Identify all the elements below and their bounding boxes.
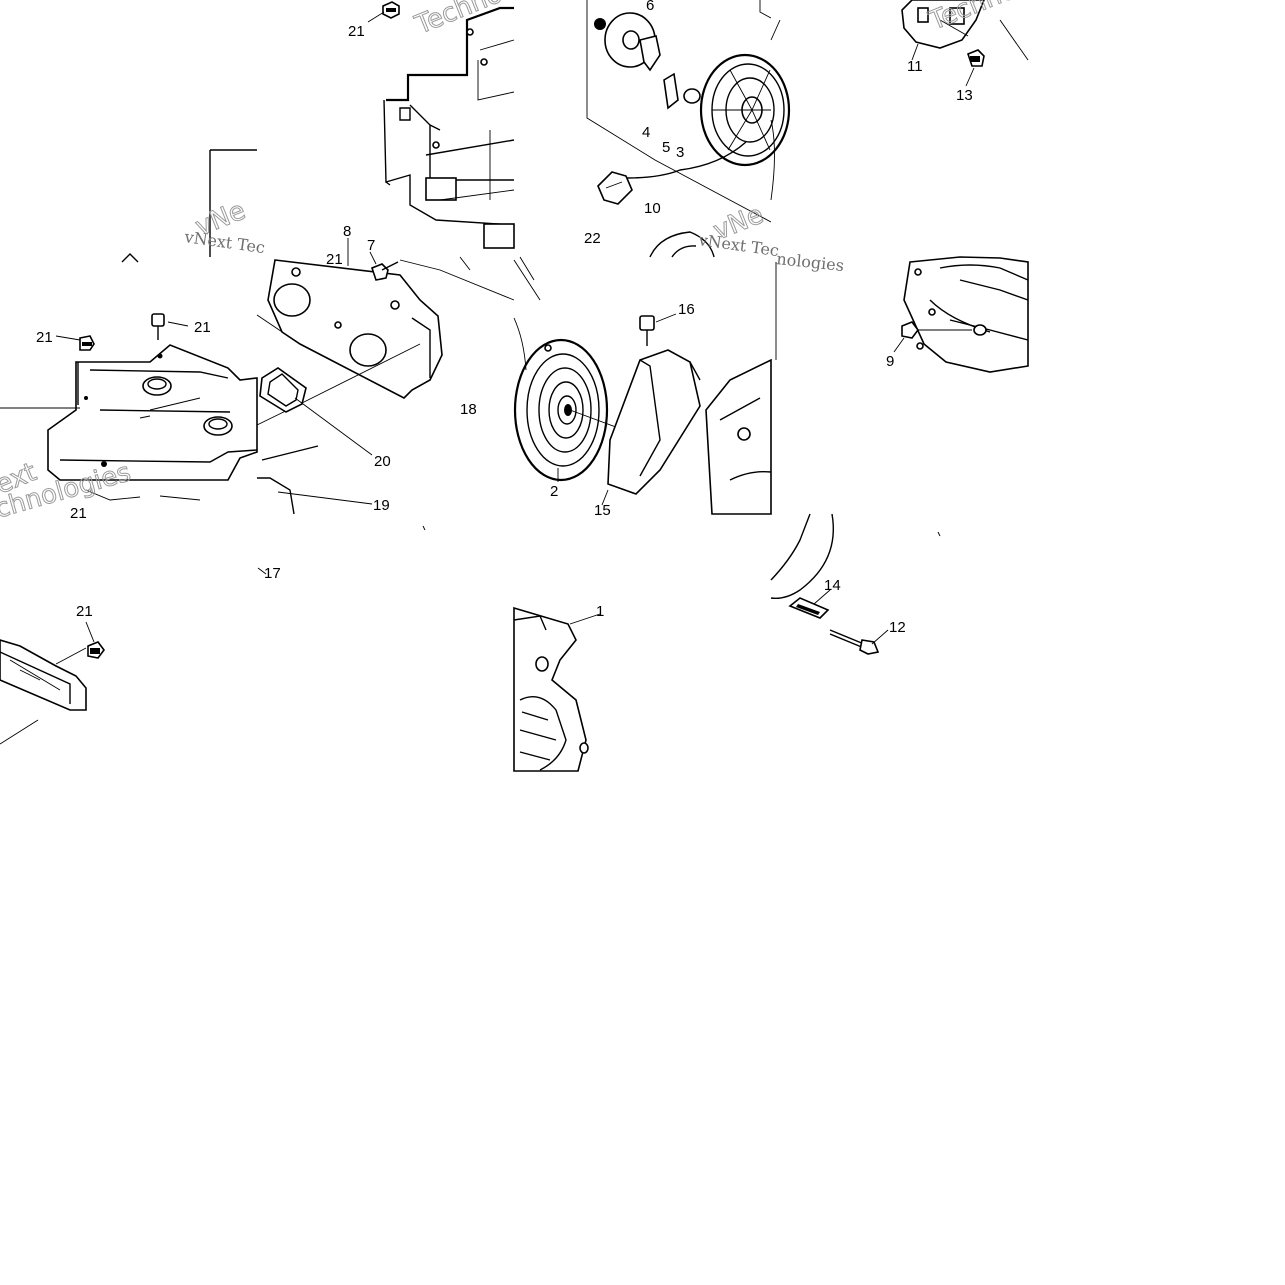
part-label-8: 8 bbox=[343, 223, 351, 240]
part-label-10: 10 bbox=[644, 200, 661, 217]
screw-icon bbox=[151, 313, 165, 340]
part-label-14: 14 bbox=[824, 577, 841, 594]
hex-nut-icon bbox=[79, 335, 95, 351]
part-label-11: 11 bbox=[907, 58, 923, 75]
part-label-15: 15 bbox=[594, 502, 611, 519]
part-label-7: 7 bbox=[367, 237, 375, 254]
hex-nut-icon bbox=[901, 321, 919, 339]
starter-handle-icon bbox=[597, 171, 633, 205]
air-duct-upper bbox=[367, 1, 515, 249]
starter-cup bbox=[770, 0, 1029, 201]
part-label-1: 1 bbox=[596, 603, 604, 620]
engine-shroud-lower bbox=[0, 621, 105, 745]
mounting-bracket bbox=[770, 513, 941, 655]
part-label-18: 18 bbox=[460, 401, 477, 418]
hex-nut-icon bbox=[382, 1, 400, 19]
part-label-17: 17 bbox=[264, 565, 281, 582]
part-label-12: 12 bbox=[889, 619, 906, 636]
recoil-spring-housing bbox=[513, 256, 772, 515]
hex-nut-icon bbox=[87, 641, 105, 659]
part-label-21: 21 bbox=[326, 251, 343, 268]
bolt-icon bbox=[829, 629, 880, 655]
part-label-4: 4 bbox=[642, 124, 650, 141]
part-label-9: 9 bbox=[886, 353, 894, 370]
bracket-plate-icon bbox=[788, 597, 830, 619]
watermark-text: Techno bbox=[924, 0, 1020, 37]
part-label-20: 20 bbox=[374, 453, 391, 470]
bolt-icon bbox=[639, 315, 655, 346]
part-label-21: 21 bbox=[194, 319, 211, 336]
gasket-icon bbox=[259, 367, 307, 413]
part-label-19: 19 bbox=[373, 497, 390, 514]
part-label-16: 16 bbox=[678, 301, 695, 318]
air-duct-plate bbox=[256, 238, 515, 515]
tile-top-left-fragment bbox=[209, 149, 257, 257]
part-label-21: 21 bbox=[70, 505, 87, 522]
bolt-icon bbox=[967, 49, 985, 67]
part-label-22: 22 bbox=[584, 230, 601, 247]
recoil-starter-pulley bbox=[586, 0, 791, 258]
part-label-6: 6 bbox=[646, 0, 654, 14]
part-label-3: 3 bbox=[676, 144, 684, 161]
engine-shroud bbox=[0, 253, 258, 501]
blower-housing bbox=[513, 606, 601, 772]
part-label-21: 21 bbox=[36, 329, 53, 346]
part-label-5: 5 bbox=[662, 139, 670, 156]
watermark-text: nologies bbox=[776, 249, 845, 275]
part-label-21: 21 bbox=[76, 603, 93, 620]
part-label-2: 2 bbox=[550, 483, 558, 500]
bolt-icon bbox=[371, 261, 399, 281]
tile-lower-middle-fragment bbox=[257, 525, 426, 575]
part-label-21: 21 bbox=[348, 23, 365, 40]
fan-housing bbox=[775, 256, 1029, 373]
watermark-text: Techno bbox=[410, 0, 506, 41]
part-label-13: 13 bbox=[956, 87, 973, 104]
